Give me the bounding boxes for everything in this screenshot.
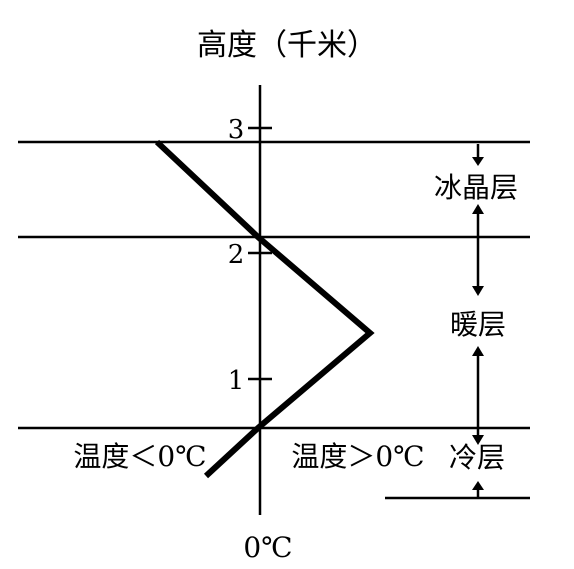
tick-label-3: 3 <box>228 115 245 145</box>
tick-label-1: 1 <box>228 366 245 396</box>
cold-layer-label: 冷层 <box>449 441 505 474</box>
zero-degree-label: 0℃ <box>243 531 292 564</box>
cold-layer-arrow <box>472 346 484 445</box>
warm-layer-arrow <box>472 204 484 296</box>
ground-arrow <box>472 481 484 497</box>
temperature-profile-line <box>154 139 375 479</box>
below-zero-label: 温度＜0℃ <box>73 440 206 473</box>
ice-layer-label: 冰晶层 <box>434 171 518 204</box>
above-zero-label: 温度＞0℃ <box>291 440 424 473</box>
tick-label-2: 2 <box>228 240 245 270</box>
ice-layer-arrow <box>472 144 484 166</box>
warm-layer-label: 暖层 <box>450 308 506 341</box>
y-axis-title: 高度（千米） <box>197 28 377 63</box>
